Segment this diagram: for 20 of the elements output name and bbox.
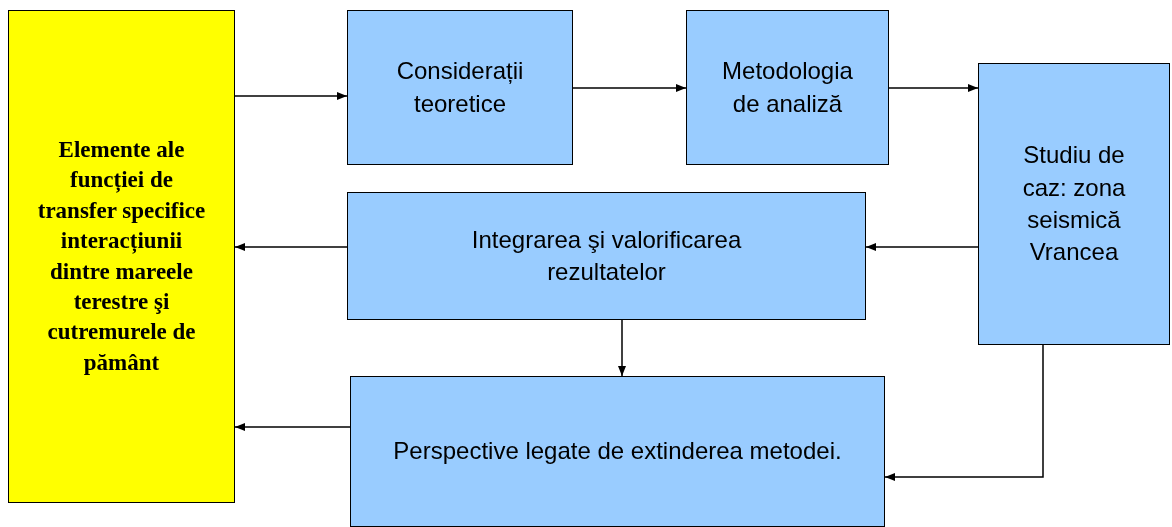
box-label: Studiu de caz: zona seismică Vrancea	[1021, 140, 1127, 268]
title-box	[8, 10, 235, 503]
arrow	[888, 84, 979, 92]
process-box	[350, 376, 885, 527]
box-label: Metodologia de analiză	[721, 56, 854, 119]
arrow	[884, 344, 1044, 481]
box-label: Perspective legate de extinderea metodei.	[393, 436, 842, 467]
arrow	[618, 319, 626, 377]
arrow	[234, 423, 351, 431]
arrow	[572, 84, 687, 92]
box-label: Integrarea şi valorificarea rezultatelor	[470, 224, 743, 287]
process-box	[978, 63, 1170, 345]
arrow	[865, 243, 979, 251]
box-label: Elemente ale funcției de transfer specifice interacțiunii dintre mareele terestre şi cutremurele de pământ	[36, 136, 207, 377]
process-box	[347, 192, 866, 320]
arrow	[234, 243, 348, 251]
process-box	[686, 10, 889, 165]
box-label: Considerații teoretice	[395, 56, 525, 119]
process-box	[347, 10, 573, 165]
arrow	[234, 92, 348, 100]
